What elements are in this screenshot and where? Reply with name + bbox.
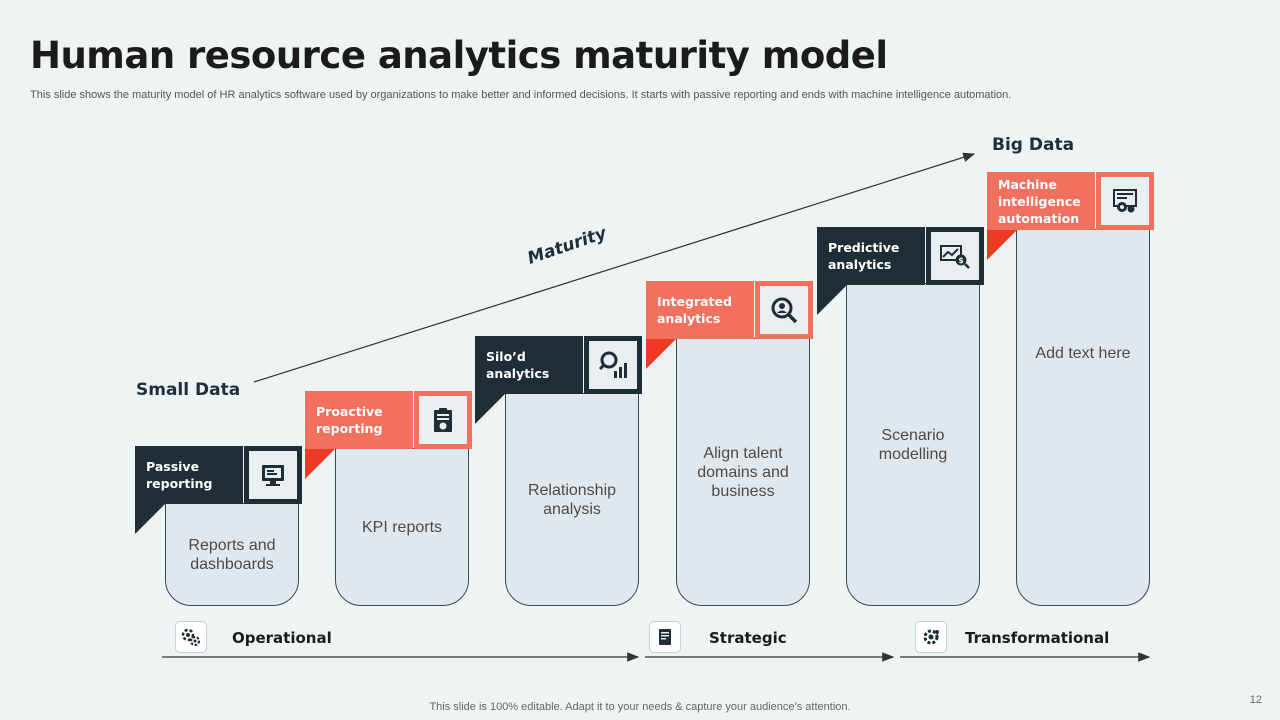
magnifier-person-icon [771, 297, 798, 324]
gear-cycle-icon [915, 621, 947, 653]
step-pillar-proactive-reporting: KPI reports [335, 448, 469, 606]
step-fold-proactive-reporting [305, 449, 335, 479]
step-pillar-machine-intelligence-automation: Add text here [1016, 229, 1150, 606]
step-text: Relationship analysis [527, 481, 617, 518]
screen-gear-icon-box [1096, 172, 1154, 230]
step-text: KPI reports [361, 518, 443, 536]
step-heading-silod-analytics: Silo’d analytics [475, 336, 583, 394]
footer-note: This slide is 100% editable. Adapt it to… [429, 701, 851, 713]
stage-label-operational: Operational [232, 629, 332, 647]
step-fold-integrated-analytics [646, 339, 676, 369]
heading-line: reporting [316, 421, 383, 436]
heading-line: Integrated [657, 294, 732, 309]
stage-label-transformational: Transformational [965, 629, 1110, 647]
monitor-report-icon [262, 465, 284, 486]
page-title: Human resource analytics maturity model [30, 34, 888, 77]
magnifier-person-icon-box [755, 281, 813, 339]
magnifier-bar-chart-icon-box [584, 336, 642, 394]
heading-line: reporting [146, 476, 213, 491]
step-text: Add text here [1035, 345, 1131, 362]
heading-line: automation [998, 210, 1080, 226]
small-data-label: Small Data [136, 380, 241, 400]
step-heading-passive-reporting: Passive reporting [135, 446, 243, 504]
step-pillar-predictive-analytics: Scenario modelling [846, 283, 980, 606]
step-pillar-passive-reporting: Reports and dashboards [165, 503, 299, 606]
heading-line: Proactive [316, 404, 383, 419]
heading-line: Predictive [828, 240, 900, 255]
chart-dollar-search-icon: $ [940, 245, 970, 269]
step-text: Scenario modelling [878, 426, 948, 463]
step-pillar-silod-analytics: Relationship analysis [505, 393, 639, 606]
monitor-report-icon-box [244, 446, 302, 504]
step-heading-predictive-analytics: Predictive analytics [817, 227, 925, 285]
magnifier-bar-chart-icon [598, 351, 627, 378]
svg-text:$: $ [958, 256, 964, 265]
heading-line: intelligence [998, 193, 1081, 209]
heading-line: analytics [657, 311, 721, 326]
maturity-arrow [253, 152, 976, 383]
step-fold-silod-analytics [475, 394, 505, 424]
step-heading-proactive-reporting: Proactive reporting [305, 391, 413, 449]
step-text: Reports and dashboards [188, 536, 276, 573]
step-fold-predictive-analytics [817, 285, 847, 315]
big-data-label: Big Data [992, 135, 1075, 155]
step-pillar-integrated-analytics: Align talent domains and business [676, 338, 810, 606]
step-fold-passive-reporting [135, 504, 165, 534]
page-number: 12 [1249, 694, 1262, 706]
clipboard-chart-icon [434, 408, 452, 432]
heading-line: analytics [486, 366, 550, 381]
gears-icon [175, 621, 207, 653]
step-fold-machine-intelligence-automation [987, 230, 1017, 260]
step-text: Align talent domains and business [697, 444, 789, 500]
heading-line: Silo’d [486, 349, 526, 364]
heading-line: analytics [828, 257, 892, 272]
chart-dollar-search-icon-box: $ [926, 227, 984, 285]
clipboard-chart-icon-box [414, 391, 472, 449]
step-heading-integrated-analytics: Integrated analytics [646, 281, 754, 339]
screen-gear-icon [1113, 189, 1137, 213]
page-subtitle: This slide shows the maturity model of H… [30, 89, 1012, 101]
heading-line: Passive [146, 459, 200, 474]
heading-line: Machine [998, 176, 1057, 192]
stage-label-strategic: Strategic [709, 629, 787, 647]
document-icon [649, 621, 681, 653]
